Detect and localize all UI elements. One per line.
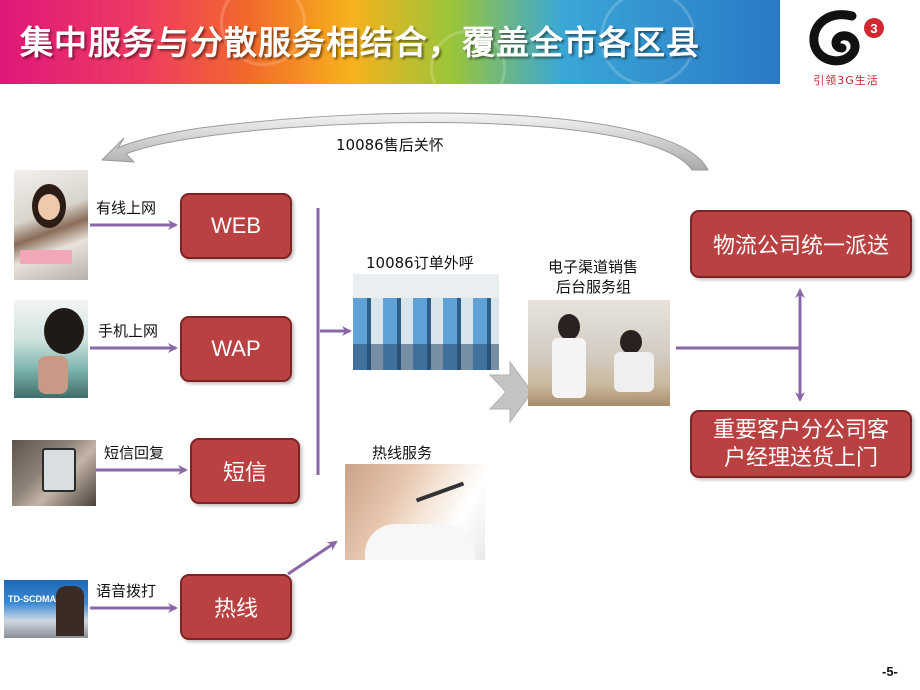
decorative-swirl <box>600 0 696 86</box>
channel-label-wired: 有线上网 <box>96 199 157 217</box>
logo-swirl-icon: 3 <box>809 10 884 66</box>
channel-box-hotline: 热线 <box>180 574 292 640</box>
td-scdma-caller-photo: TD-SCDMA <box>4 580 88 638</box>
header-banner: 集中服务与分散服务相结合，覆盖全市各区县 <box>0 0 780 106</box>
channel-label-sms: 短信回复 <box>104 444 165 462</box>
logistics-delivery-box: 物流公司统一派送 <box>690 210 912 278</box>
channel-box-web: WEB <box>180 193 292 259</box>
logo-slogan: 引领3G生活 <box>813 74 879 87</box>
decorative-swirl <box>220 0 306 66</box>
channel-box-wap: WAP <box>180 316 292 382</box>
account-manager-delivery-box: 重要客户分公司客 户经理送货上门 <box>690 410 912 478</box>
page-title: 集中服务与分散服务相结合，覆盖全市各区县 <box>20 23 700 62</box>
backoffice-staff-photo <box>528 300 670 406</box>
manager-box-line1: 重要客户分公司客 <box>712 417 889 442</box>
channel-label-mobile: 手机上网 <box>98 322 159 340</box>
callcenter-label: 10086订单外呼 <box>366 254 474 272</box>
hotline-arrow <box>287 540 338 576</box>
decorative-swirl <box>430 30 506 106</box>
chevron-right-icon <box>488 360 533 424</box>
aftercare-label: 10086售后关怀 <box>336 136 444 154</box>
backoffice-label-line2: 后台服务组 <box>556 278 632 296</box>
china-telecom-3g-logo: 3 引领3G生活 <box>790 4 902 88</box>
sms-phone-photo <box>12 440 96 506</box>
hotline-service-label: 热线服务 <box>372 444 433 462</box>
channel-box-sms: 短信 <box>190 438 300 504</box>
mobile-user-photo <box>14 300 88 398</box>
callcenter-photo <box>353 274 499 370</box>
logo-badge: 3 <box>870 21 877 36</box>
headset-agent-photo <box>345 464 485 560</box>
channel-label-voice: 语音拨打 <box>96 582 157 600</box>
backoffice-label-line1: 电子渠道销售 <box>548 258 639 276</box>
aftercare-arc-arrow <box>100 112 709 171</box>
page-number: -5- <box>882 664 898 679</box>
manager-box-line2: 户经理送货上门 <box>723 445 878 470</box>
laptop-user-photo <box>14 170 88 280</box>
